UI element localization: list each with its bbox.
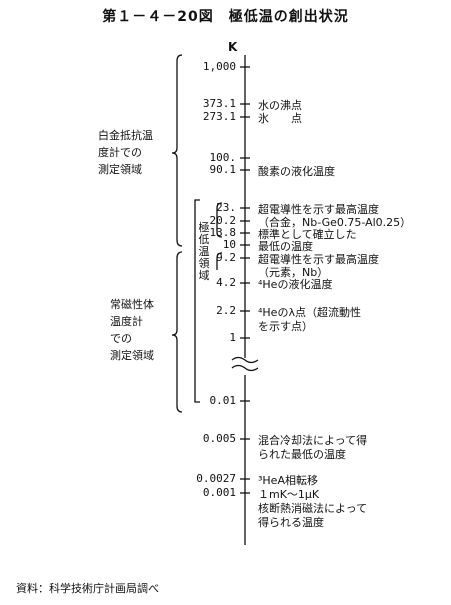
tick-label: 4.2 <box>216 276 236 289</box>
tick-label: 100. <box>209 151 237 164</box>
tick-label: 1,000 <box>202 60 236 73</box>
tick-description: 核断熱消磁法によって <box>258 502 368 515</box>
tick-label: 0.001 <box>202 486 236 499</box>
platinum-region-brace <box>171 54 183 247</box>
tick-label: 0.0027 <box>196 472 236 485</box>
cryo-region-label: 極低温領域 <box>198 221 210 282</box>
tick-description: 水の沸点 <box>258 99 302 112</box>
group-bracket-23 <box>216 202 223 238</box>
tick-description: １mK～1μK <box>258 488 320 501</box>
tick-label: 10 <box>222 238 236 251</box>
tick-description: 酸素の液化温度 <box>258 165 335 178</box>
tick-label: 273.1 <box>202 110 236 123</box>
tick-description: 標準として確立した <box>258 228 357 241</box>
tick-description: （合金，Nb-Ge0.75-Al0.25） <box>258 216 412 229</box>
tick-description: 氷 点 <box>258 112 302 125</box>
tick-label: 0.005 <box>202 432 236 445</box>
tick-description: （元素，Nb） <box>258 266 329 279</box>
tick-label: 9.2 <box>216 251 236 264</box>
tick-description: られた最低の温度 <box>258 448 346 461</box>
axis-break-mark-2 <box>231 364 259 372</box>
tick-label: 0.01 <box>209 394 237 407</box>
paramagnetic-region-label: 常磁性体 温度計 での 測定領域 <box>110 298 154 362</box>
tick-description: 得られる温度 <box>258 516 324 529</box>
axis-break-mark <box>231 356 259 364</box>
tick-label: 373.1 <box>202 97 236 110</box>
cryo-region-bracket <box>194 199 200 403</box>
tick-description: 超電導性を示す最高温度 <box>258 253 379 266</box>
tick-description: 超電導性を示す最高温度 <box>258 203 379 216</box>
tick-label: 20.2 <box>209 214 237 227</box>
tick-description: を示す点） <box>258 320 313 333</box>
tick-description: 混合冷却法によって得 <box>258 434 368 447</box>
group-bracket-9-2 <box>216 252 223 270</box>
figure-title: 第１－４－20図 極低温の創出状況 <box>102 9 349 25</box>
tick-label: 23. <box>216 201 236 214</box>
tick-description: ⁴Heの液化温度 <box>258 278 333 291</box>
tick-description: ⁴Heのλ点（超流動性 <box>258 306 361 319</box>
source-note: 資料：科学技術庁計画局調べ <box>16 582 159 595</box>
tick-label: 13.8 <box>209 226 237 239</box>
tick-label: 1 <box>229 331 236 344</box>
tick-description: 最低の温度 <box>258 240 313 253</box>
paramagnetic-region-brace <box>171 251 183 413</box>
tick-label: 90.1 <box>209 163 237 176</box>
tick-description: ³HeA相転移 <box>258 474 318 487</box>
platinum-region-label: 白金抵抗温 度計での 測定領域 <box>98 129 153 176</box>
unit-label: K <box>228 40 238 54</box>
tick-label: 2.2 <box>216 304 236 317</box>
